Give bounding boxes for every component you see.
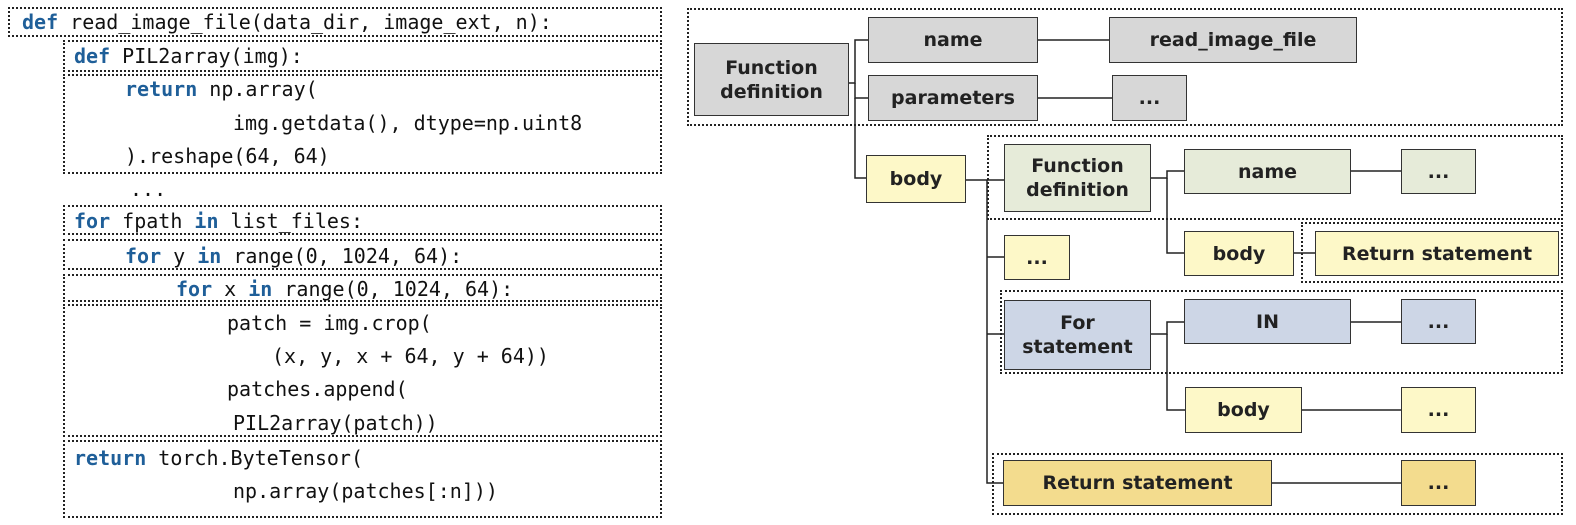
tree-group-inner-funcdef — [987, 135, 1563, 220]
inner-body-node: body — [1184, 231, 1294, 276]
root-parameters-node: parameters — [868, 75, 1038, 121]
for-statement-line2: statement — [1022, 336, 1133, 358]
code-line-1: def read_image_file(data_dir, image_ext,… — [22, 10, 552, 34]
code-block-inner-def — [63, 40, 662, 72]
root-function-definition-line2: definition — [720, 80, 823, 103]
code-line-13: PIL2array(patch)) — [233, 411, 438, 435]
code-line-12: patches.append( — [227, 377, 408, 401]
inner-return-statement-node: Return statement — [1315, 231, 1559, 276]
inner-function-definition-line1: Function — [1031, 155, 1124, 177]
code-line-10: patch = img.crop( — [227, 311, 432, 335]
code-line-5: ).reshape(64, 64) — [125, 144, 330, 168]
inner-name-value-node: ... — [1401, 149, 1476, 194]
tree-group-return-statement — [992, 453, 1563, 515]
code-line-8: for y in range(0, 1024, 64): — [125, 244, 463, 268]
return-value-node: ... — [1401, 460, 1476, 506]
code-block-return-tensor — [63, 440, 662, 518]
root-function-definition-line1: Function — [725, 56, 818, 79]
tree-group-root-header — [687, 8, 1563, 126]
root-body-node: body — [866, 155, 966, 203]
inner-name-node: name — [1184, 149, 1351, 194]
code-block-for-x — [63, 274, 662, 302]
code-line-4: img.getdata(), dtype=np.uint8 — [233, 111, 583, 135]
code-block-return-array — [63, 74, 662, 174]
return-statement-node: Return statement — [1003, 460, 1272, 506]
code-line-11: (x, y, x + 64, y + 64)) — [272, 344, 549, 368]
code-block-outer-def — [8, 7, 662, 37]
root-name-value-node: read_image_file — [1109, 17, 1357, 63]
for-body-node: body — [1185, 387, 1302, 433]
tree-group-for-statement — [1000, 290, 1563, 374]
code-block-for-y — [63, 239, 662, 270]
code-block-loop-body — [63, 304, 662, 437]
code-block-for-fpath — [63, 205, 662, 235]
for-in-node: IN — [1184, 299, 1351, 344]
for-statement-line1: For — [1060, 312, 1095, 334]
code-line-9: for x in range(0, 1024, 64): — [176, 277, 514, 301]
for-body-value-node: ... — [1401, 387, 1476, 433]
code-line-3: return np.array( — [125, 77, 318, 101]
code-line-2: def PIL2array(img): — [74, 44, 303, 68]
inner-function-definition-line2: definition — [1026, 179, 1129, 201]
code-line-6: ... — [130, 177, 167, 201]
root-name-node: name — [868, 17, 1038, 63]
code-line-14: return torch.ByteTensor( — [74, 446, 363, 470]
body-ellipsis-node: ... — [1004, 235, 1070, 280]
code-line-7: for fpath in list_files: — [74, 209, 364, 233]
for-in-value-node: ... — [1401, 299, 1476, 344]
root-parameters-value-node: ... — [1112, 75, 1187, 121]
code-line-15: np.array(patches[:n])) — [233, 479, 498, 503]
